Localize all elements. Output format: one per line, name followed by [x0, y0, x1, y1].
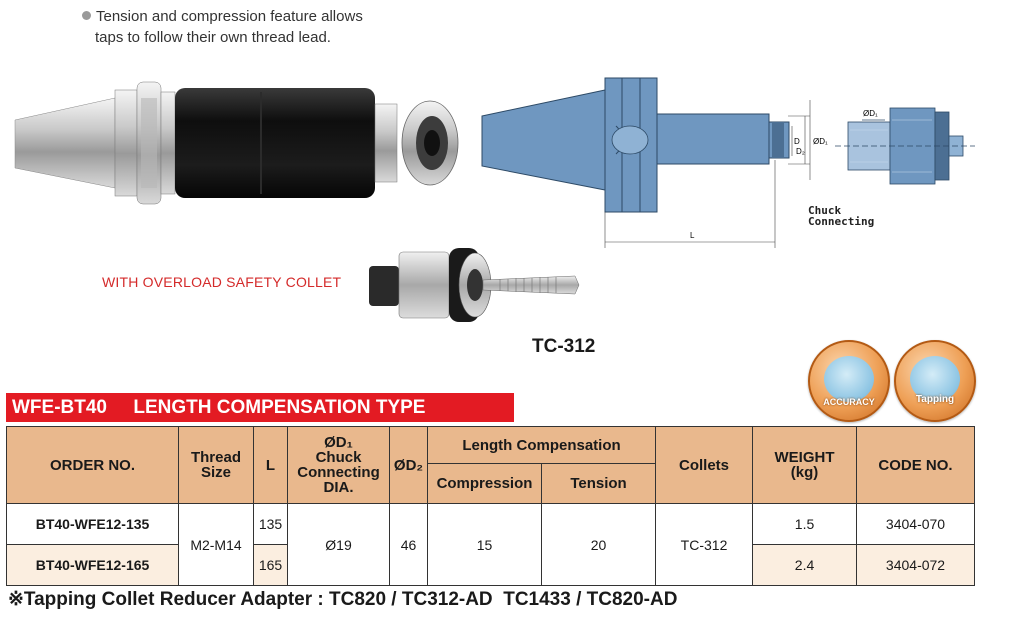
collet-photo — [369, 248, 580, 322]
compression-cell: 15 — [427, 503, 542, 586]
tapping-icon — [910, 356, 960, 402]
order-no-cell: BT40-WFE12-135 — [6, 503, 179, 545]
bullet-icon — [82, 11, 91, 20]
d1-cell: Ø19 — [287, 503, 390, 586]
collets-cell: TC-312 — [655, 503, 754, 586]
code-no-cell: 3404-072 — [856, 544, 976, 586]
feature-note: Tension and compression feature allows t… — [82, 6, 442, 48]
dim-D2-label: D₂ — [796, 147, 805, 156]
thread-size-cell: M2-M14 — [178, 503, 254, 586]
order-no-cell: BT40-WFE12-165 — [6, 544, 179, 586]
overload-safety-label: WITH OVERLOAD SAFETY COLLET — [102, 274, 342, 290]
collet-model-label: TC-312 — [532, 336, 596, 357]
section-title: WFE-BT40 LENGTH COMPENSATION TYPE — [6, 393, 514, 422]
dim-D1-side-label: ØD₁ — [813, 137, 828, 146]
col-compression: Compression — [427, 463, 542, 504]
weight-cell: 1.5 — [752, 503, 858, 545]
code-no-cell: 3404-070 — [856, 503, 976, 545]
col-code-no: CODE NO. — [856, 426, 976, 504]
col-length-compensation: Length Compensation — [426, 426, 657, 464]
feature-note-line1: Tension and compression feature allows — [96, 8, 363, 25]
table-row: BT40-WFE12-165 165 2.4 3404-072 — [6, 544, 976, 586]
chuck-connecting-label: Chuck Connecting — [808, 204, 875, 228]
L-cell: 165 — [253, 544, 288, 586]
feature-note-line2: taps to follow their own thread lead. — [95, 29, 331, 46]
col-order-no: ORDER NO. — [6, 426, 179, 504]
d2-cell: 46 — [389, 503, 428, 586]
accuracy-badge-label: ACCURACY — [823, 397, 875, 407]
accuracy-badge: ACCURACY — [808, 340, 890, 422]
tapping-badge-label: Tapping — [915, 394, 955, 405]
dim-L-label: L — [690, 231, 695, 240]
footer-note: ※Tapping Collet Reducer Adapter : TC820 … — [8, 589, 678, 610]
col-weight: WEIGHT(kg) — [752, 426, 858, 504]
col-L: L — [253, 426, 288, 504]
tapping-badge: Tapping — [894, 340, 976, 422]
tool-holder-photo — [14, 81, 459, 205]
col-d2: ØD₂ — [389, 426, 428, 504]
dim-D-label: D — [794, 137, 800, 146]
col-tension: Tension — [540, 463, 657, 504]
tension-cell: 20 — [540, 503, 657, 586]
technical-drawing: L D D₂ ØD₁ ØD₁ — [481, 77, 975, 248]
accuracy-icon — [824, 356, 874, 402]
dim-D1-label: ØD₁ — [863, 109, 878, 118]
L-cell: 135 — [253, 503, 288, 545]
col-collets: Collets — [655, 426, 754, 504]
table-row: BT40-WFE12-135 M2-M14 135 Ø19 46 15 20 T… — [6, 503, 976, 586]
section-code: WFE-BT40 — [12, 397, 107, 418]
weight-cell: 2.4 — [752, 544, 858, 586]
section-heading: LENGTH COMPENSATION TYPE — [133, 397, 426, 418]
